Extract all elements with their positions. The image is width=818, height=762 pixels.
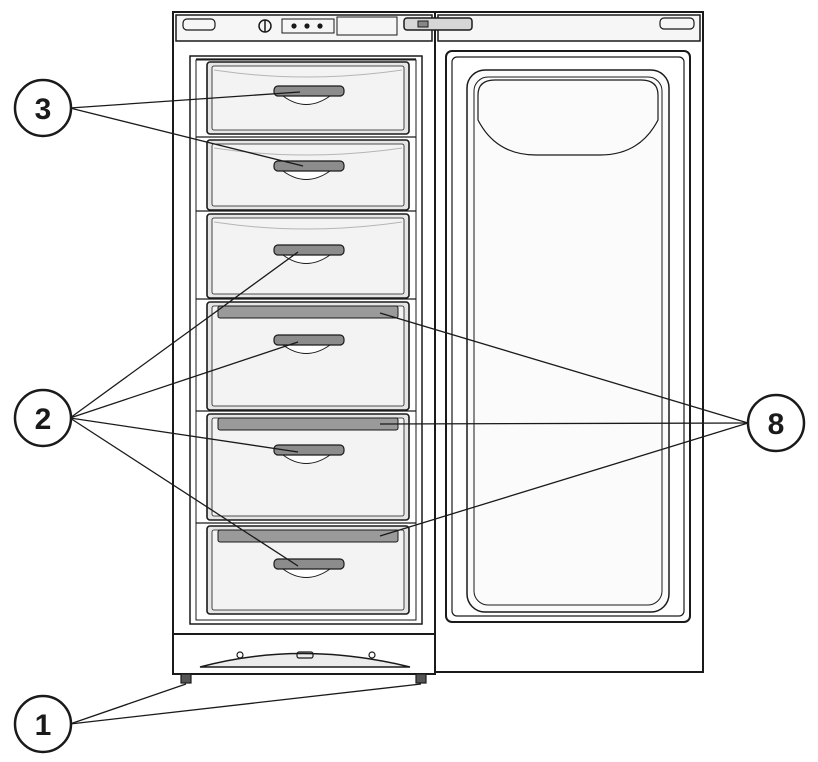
leader-lines xyxy=(69,91,749,725)
door-top-recess xyxy=(477,79,659,156)
callout-2: 2 xyxy=(13,388,73,448)
drawer xyxy=(196,522,416,615)
glass-shelf xyxy=(217,417,399,431)
drawer-rim xyxy=(213,221,403,230)
indicator-light-1 xyxy=(291,23,297,29)
drawer-handle xyxy=(273,160,345,172)
freezer-door xyxy=(403,11,704,673)
drawer xyxy=(196,210,416,299)
drawer xyxy=(196,298,416,411)
indicator-light-2 xyxy=(304,23,310,29)
adjustable-feet xyxy=(180,673,427,684)
glass-shelf xyxy=(217,529,399,543)
drawer xyxy=(196,136,416,211)
door-handle xyxy=(403,17,473,31)
handle-recess xyxy=(282,454,331,464)
drawer-rim xyxy=(213,147,403,156)
callout-number: 1 xyxy=(35,709,52,742)
callout-circle xyxy=(13,694,73,754)
handle-recess xyxy=(282,95,331,105)
drawer-rim xyxy=(213,69,403,78)
indicator-light-3 xyxy=(317,23,323,29)
callout-1: 1 xyxy=(13,694,73,754)
callout-number: 8 xyxy=(768,408,785,441)
door-inner-panel xyxy=(466,69,670,613)
drawer-front xyxy=(211,305,405,407)
drawer xyxy=(196,58,416,135)
callout-number: 3 xyxy=(35,93,52,126)
drawer-handle xyxy=(273,85,345,97)
drawer-handle xyxy=(273,244,345,256)
control-panel-display xyxy=(336,16,398,36)
control-panel-slot-left xyxy=(182,18,216,31)
handle-recess xyxy=(282,344,331,354)
drawer-handle xyxy=(273,558,345,570)
callout-circle xyxy=(13,78,73,138)
glass-shelf xyxy=(217,305,399,319)
drawer-handle xyxy=(273,334,345,346)
inner-liner xyxy=(189,55,423,625)
indicator-window xyxy=(281,18,335,34)
handle-recess xyxy=(282,254,331,264)
drawer-stack xyxy=(196,58,416,615)
callout-3: 3 xyxy=(13,78,73,138)
handle-recess xyxy=(282,170,331,180)
drawer-front xyxy=(211,417,405,517)
drawer xyxy=(196,410,416,521)
door-top-strip xyxy=(437,14,701,42)
base-grille xyxy=(199,652,411,668)
callout-circle xyxy=(746,393,806,453)
foot-right xyxy=(415,673,427,684)
door-gasket xyxy=(445,50,691,623)
handle-recess xyxy=(282,568,331,578)
callout-circle xyxy=(13,388,73,448)
callout-8: 8 xyxy=(746,393,806,453)
foot-left xyxy=(180,673,192,684)
drawer-handle xyxy=(273,444,345,456)
callout-number: 2 xyxy=(35,403,52,436)
